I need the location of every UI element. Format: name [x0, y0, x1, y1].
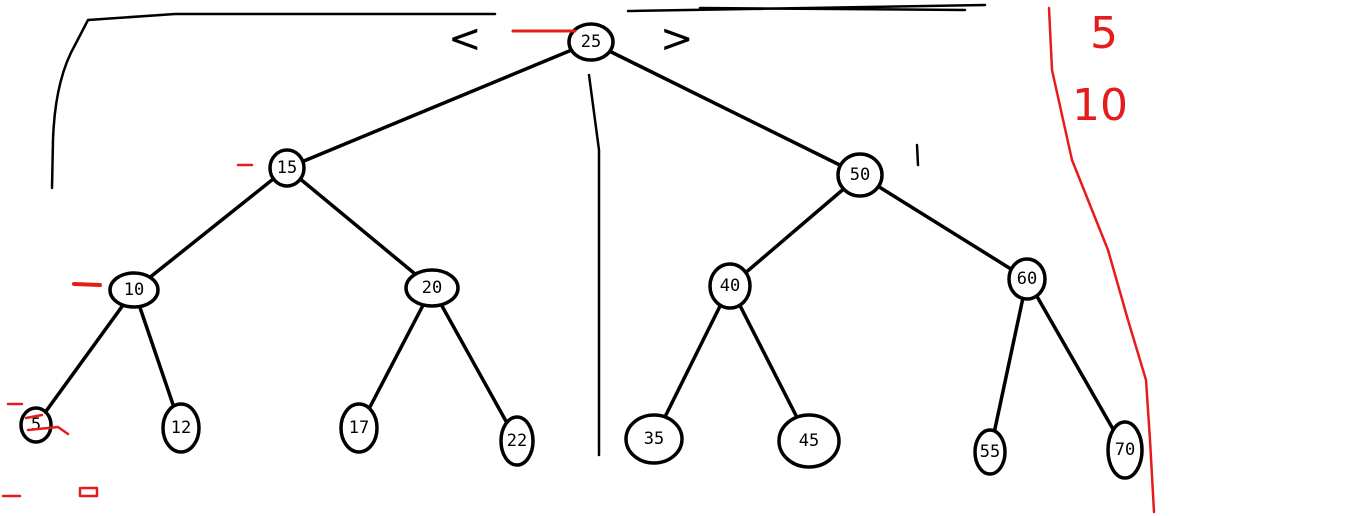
tree-edge-50-40 [728, 173, 862, 288]
red-mark-10 [72, 282, 102, 287]
tree-nodes: 25 15 50 10 20 40 60 5 12 17 22 35 45 55 70 [19, 22, 1144, 480]
tree-node-circle [836, 152, 884, 198]
tree-edges [34, 40, 1127, 454]
tree-edge-25-15 [285, 40, 593, 170]
tree-edge-25-50 [589, 40, 862, 177]
tree-node-label: 45 [799, 431, 819, 451]
tree-node-label: 10 [124, 280, 144, 300]
tree-node-20: 20 [404, 268, 460, 308]
tree-node-circle [1007, 257, 1047, 301]
tree-node-label: 70 [1115, 440, 1135, 460]
tree-node-label: 20 [422, 278, 442, 298]
tree-node-label: 17 [349, 418, 369, 438]
tree-node-circle [708, 262, 752, 310]
tree-node-label: 35 [644, 429, 664, 449]
tree-node-40: 40 [708, 262, 752, 310]
tree-node-circle [1106, 420, 1144, 480]
tree-node-circle [268, 148, 306, 188]
center-divider-line [587, 73, 601, 457]
tree-edge-15-20 [285, 166, 434, 290]
tree-node-circle [339, 402, 379, 454]
tree-node-17: 17 [339, 402, 379, 454]
tick-mark [915, 143, 920, 167]
tree-node-circle [567, 22, 615, 62]
tree-node-35: 35 [624, 413, 684, 465]
tree-node-label: 60 [1017, 269, 1037, 289]
tree-node-label: 55 [980, 442, 1000, 462]
tree-node-12: 12 [161, 402, 201, 454]
tree-node-60: 60 [1007, 257, 1047, 301]
tree-edge-50-60 [858, 173, 1029, 281]
tree-node-circle [404, 268, 460, 308]
tree-node-50: 50 [836, 152, 884, 198]
red-mark-bottom [1, 486, 99, 498]
less-than-mark: < [448, 16, 482, 62]
tree-node-label: 25 [581, 32, 601, 52]
tree-node-5: 5 [19, 406, 53, 444]
tree-node-circle [624, 413, 684, 465]
tree-node-circle [777, 413, 841, 469]
side-number-top: 5 [1090, 8, 1118, 59]
tree-edge-40-35 [652, 284, 732, 441]
tree-edge-60-55 [988, 277, 1029, 454]
tree-edge-20-22 [430, 286, 519, 443]
tree-edge-40-45 [728, 284, 811, 443]
tree-node-15: 15 [268, 148, 306, 188]
red-vertical-divider [1047, 6, 1156, 514]
tree-edge-10-5 [34, 288, 136, 427]
tree-node-circle [161, 402, 201, 454]
tree-edge-60-70 [1025, 277, 1127, 452]
tree-node-label: 5 [31, 415, 41, 435]
tree-node-label: 22 [507, 431, 527, 451]
right-bracket-line [626, 3, 987, 13]
tree-edge-20-17 [357, 286, 434, 430]
tree-node-label: 12 [171, 418, 191, 438]
side-number-bottom: 10 [1072, 80, 1128, 131]
greater-than-mark: > [660, 16, 694, 62]
tree-node-circle [499, 415, 535, 467]
tree-node-label: 50 [850, 165, 870, 185]
tree-node-label: 15 [277, 158, 297, 178]
tree-node-circle [973, 428, 1007, 476]
tree-node-10: 10 [108, 271, 160, 309]
left-bracket-line [50, 12, 497, 190]
tree-node-label: 40 [720, 276, 740, 296]
tree-node-70: 70 [1106, 420, 1144, 480]
tree-edge-15-10 [132, 166, 289, 292]
tree-node-22: 22 [499, 415, 535, 467]
tree-node-55: 55 [973, 428, 1007, 476]
tree-node-circle [108, 271, 160, 309]
tree-node-25: 25 [567, 22, 615, 62]
tree-node-45: 45 [777, 413, 841, 469]
red-mark-5 [6, 402, 70, 436]
